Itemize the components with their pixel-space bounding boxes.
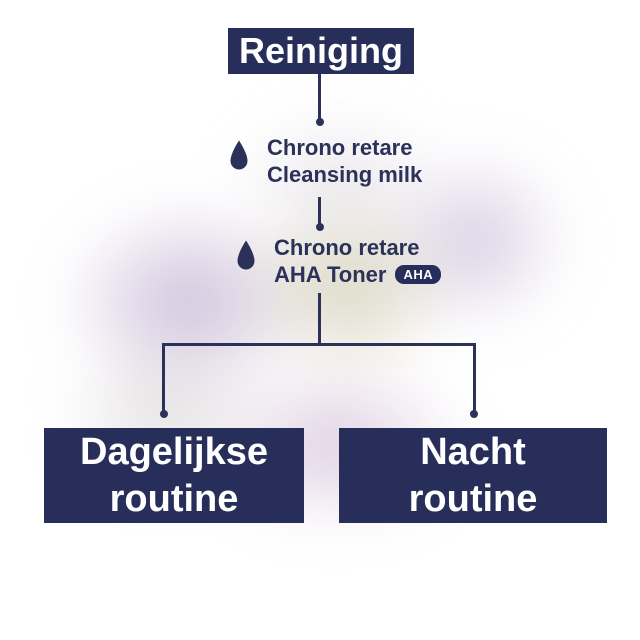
connector-line-title-to-step1 — [318, 74, 321, 119]
aha-badge: AHA — [395, 265, 442, 284]
connector-dot — [470, 410, 478, 418]
branch-night-routine: Nacht routine — [339, 428, 607, 523]
droplet-icon — [230, 140, 248, 170]
connector-dot — [160, 410, 168, 418]
branch-label-line2: routine — [408, 477, 538, 520]
product-name: AHA Toner — [274, 262, 387, 287]
step-aha-toner: Chrono retare AHA Toner AHA — [236, 234, 442, 288]
step-cleansing-milk: Chrono retare Cleansing milk — [229, 134, 422, 188]
branch-label-line1: Dagelijkse — [80, 430, 268, 473]
background-blob — [225, 105, 455, 255]
connector-branch-right — [473, 343, 476, 411]
branch-label-line2: routine — [109, 477, 239, 520]
title-text: Reiniging — [239, 30, 403, 71]
product-brand: Chrono retare — [267, 135, 413, 160]
droplet-icon — [237, 240, 255, 270]
title-box: Reiniging — [228, 28, 414, 74]
connector-line-step1-to-step2 — [318, 197, 321, 224]
product-brand: Chrono retare — [274, 235, 420, 260]
branch-label-line1: Nacht — [420, 430, 526, 473]
connector-dot — [316, 118, 324, 126]
connector-branch-horizontal — [162, 343, 476, 346]
connector-line-step2-to-branch — [318, 293, 321, 346]
branch-daily-routine: Dagelijkse routine — [44, 428, 304, 523]
product-name: Cleansing milk — [267, 162, 423, 187]
connector-branch-left — [162, 343, 165, 411]
connector-dot — [316, 223, 324, 231]
